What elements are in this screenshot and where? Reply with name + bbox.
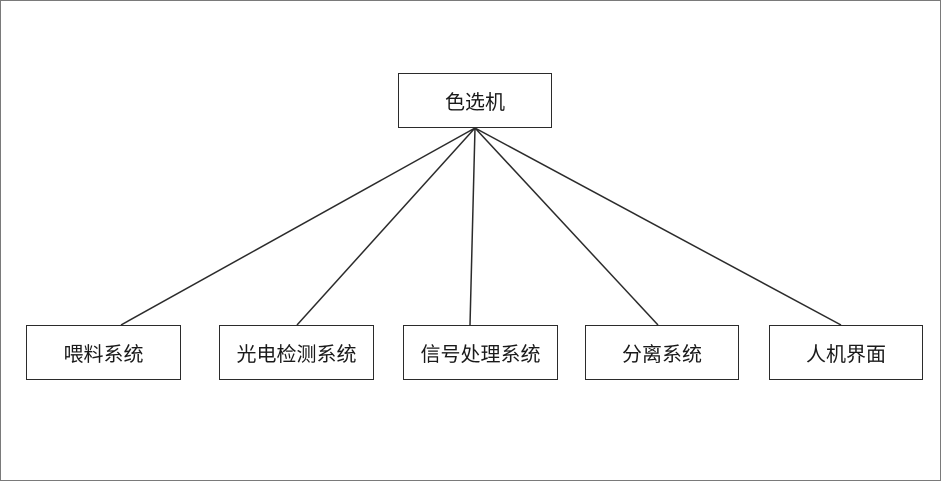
- connector-root-to-separation: [474, 127, 659, 326]
- child-node-label: 喂料系统: [63, 342, 144, 366]
- child-node-label: 人机界面: [806, 342, 886, 366]
- root-node: 色选机: [398, 73, 552, 128]
- child-node-feeding-system: 喂料系统: [26, 325, 181, 380]
- connector-root-to-hmi: [474, 127, 842, 326]
- child-node-signal-processing-system: 信号处理系统: [403, 325, 558, 380]
- child-node-label: 信号处理系统: [420, 342, 541, 366]
- child-node-optical-detection-system: 光电检测系统: [219, 325, 374, 380]
- child-node-separation-system: 分离系统: [585, 325, 739, 380]
- root-node-label: 色选机: [445, 90, 505, 114]
- child-node-label: 光电检测系统: [236, 342, 357, 366]
- connector-root-to-feeding: [120, 127, 476, 326]
- child-node-label: 分离系统: [622, 342, 702, 366]
- child-node-human-machine-interface: 人机界面: [769, 325, 923, 380]
- connector-root-to-signal-processing: [469, 127, 476, 326]
- connector-root-to-optical-detection: [296, 127, 476, 326]
